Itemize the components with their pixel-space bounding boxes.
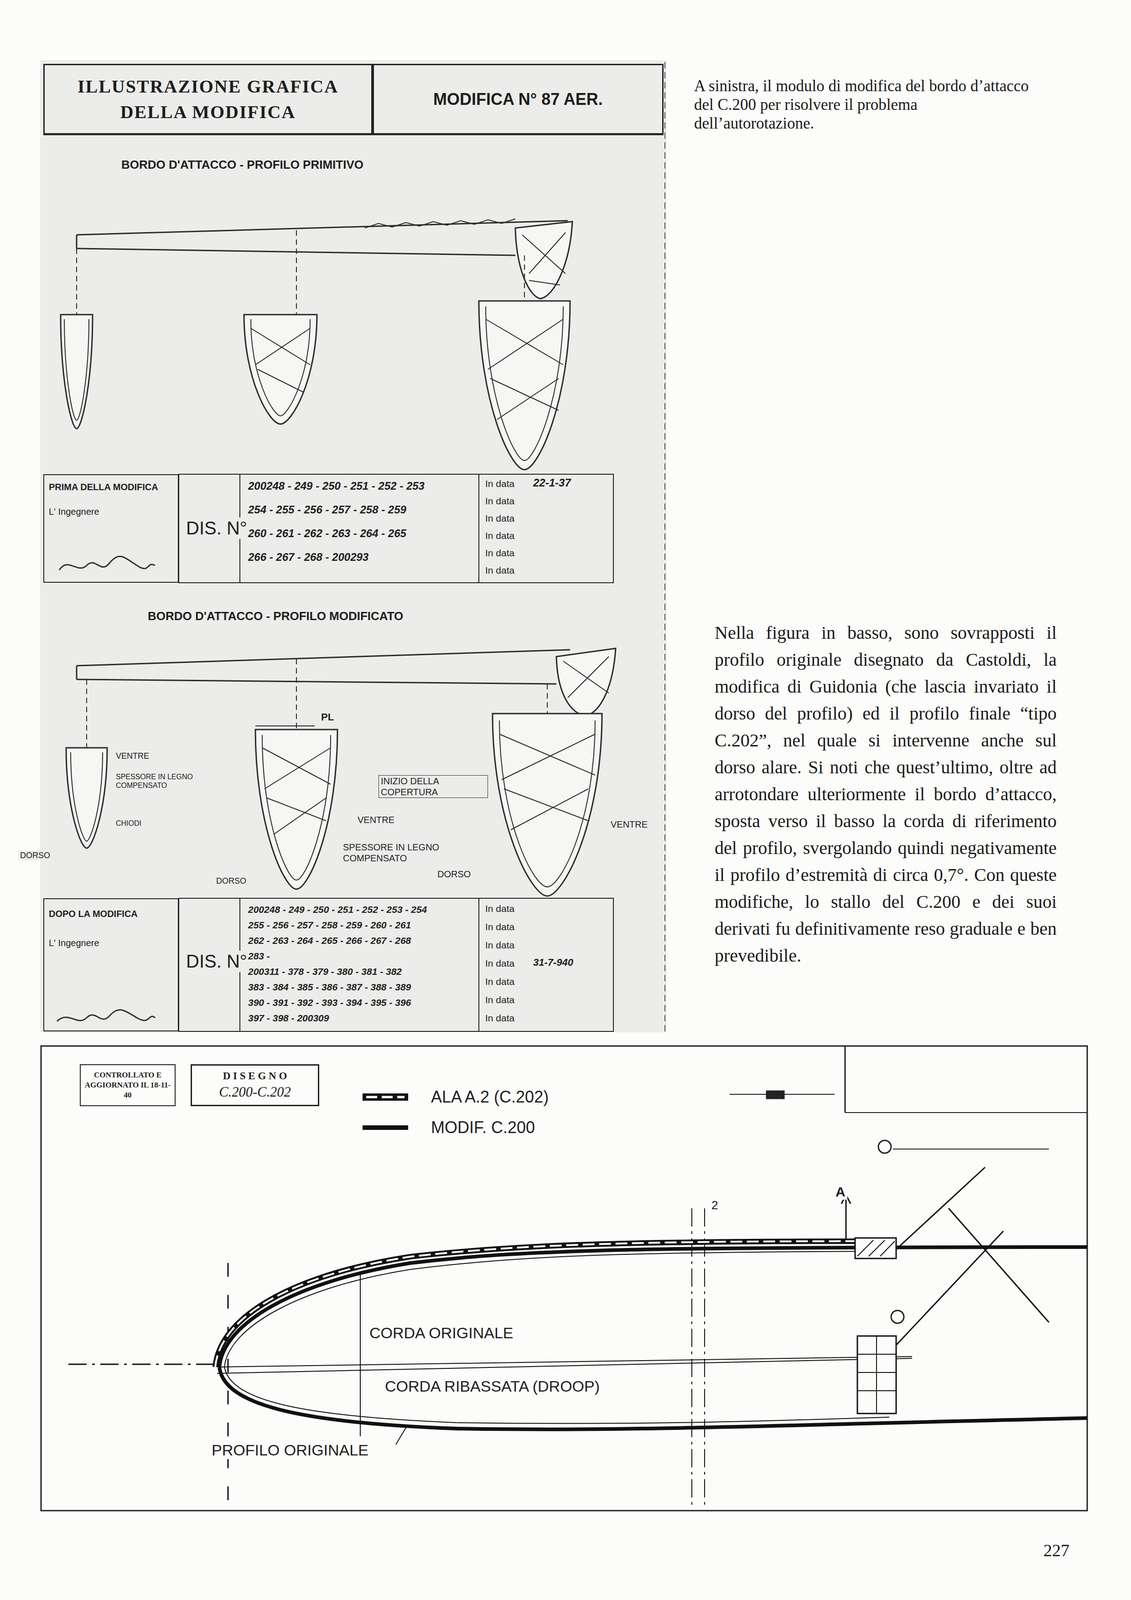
drawing-label: 255 - 256 - 257 - 258 - 259 - 260 - 261 [246, 919, 413, 931]
drawing-label: In data [483, 957, 517, 970]
drawing-label: SPESSORE IN LEGNO COMPENSATO [341, 841, 447, 864]
drawing-label: SPESSORE IN LEGNO COMPENSATO [114, 772, 206, 790]
drawing-label: VENTRE [608, 819, 650, 831]
cell-heading: ILLUSTRAZIONE GRAFICA DELLA MODIFICA [49, 73, 367, 125]
drawing-label: BORDO D'ATTACCO - PROFILO MODIFICATO [145, 609, 405, 624]
page-number: 227 [1043, 1540, 1070, 1562]
cell-text: L' Ingegnere [48, 937, 174, 949]
drawing-label: 397 - 398 - 200309 [246, 1012, 331, 1024]
cell-heading: DOPO LA MODIFICA [48, 908, 174, 920]
drawing-label: 200248 - 249 - 250 - 251 - 252 - 253 - 2… [246, 903, 429, 916]
cell-text: C.200-C.202 [195, 1083, 315, 1102]
drawing-label: 260 - 261 - 262 - 263 - 264 - 265 [246, 527, 409, 540]
drawing-label: 2 [709, 1198, 720, 1213]
title-block-cell: CONTROLLATO E AGGIORNATO IL 18-11-40 [79, 1064, 176, 1107]
legend-text: ALA A.2 (C.202) [430, 1087, 549, 1107]
drawing-frame [41, 1046, 1088, 1511]
drawing-label: In data [483, 564, 517, 576]
table-grid [178, 898, 614, 1032]
title-block-cell: D I S E G N OC.200-C.202 [190, 1064, 320, 1107]
drawing-label: In data [483, 547, 517, 559]
section-modified [66, 713, 602, 897]
caption-text: A sinistra, il modulo di modifica del bo… [694, 76, 1034, 133]
scan-ground [40, 60, 667, 1033]
drawing-label: 31-7-940 [531, 956, 576, 969]
drawing-label: VENTRE [114, 751, 151, 762]
drawing-label: 22-1-37 [531, 476, 573, 490]
drawing-label: PROFILO ORIGINALE [209, 1441, 371, 1460]
drawing-label: In data [483, 1012, 517, 1024]
airfoil [68, 1167, 1088, 1505]
drawing-label: In data [483, 994, 517, 1006]
drawing-label: In data [483, 939, 517, 951]
drawing-label: PL [319, 711, 336, 724]
cell-heading: PRIMA DELLA MODIFICA [48, 481, 174, 493]
drawing-label: 254 - 255 - 256 - 257 - 258 - 259 [246, 503, 409, 517]
title-block-cell: ILLUSTRAZIONE GRAFICA DELLA MODIFICA [43, 63, 373, 135]
signature [57, 1010, 156, 1022]
drawing-label: In data [483, 902, 517, 915]
title-block-cell: DOPO LA MODIFICA L' Ingegnere [43, 898, 179, 1032]
drawing-label: DORSO [214, 876, 249, 887]
drawing-label: DORSO [435, 868, 473, 880]
legend-samples [362, 1097, 409, 1128]
drawing-label: 266 - 267 - 268 - 200293 [246, 550, 371, 564]
drawing-label: CORDA RIBASSATA (DROOP) [383, 1377, 602, 1396]
title-block-cell: PRIMA DELLA MODIFICA L' Ingegnere [43, 474, 179, 583]
drawing-label: 390 - 391 - 392 - 393 - 394 - 395 - 396 [246, 996, 413, 1009]
drawing-label: 262 - 263 - 264 - 265 - 266 - 267 - 268 [246, 934, 413, 947]
drawing-label: BORDO D'ATTACCO - PROFILO PRIMITIVO [119, 157, 366, 172]
drawing-label: In data [483, 921, 517, 933]
cell-heading: D I S E G N O [195, 1069, 315, 1084]
drawing-label: DIS. N° [184, 950, 250, 973]
drawing-label: A [833, 1183, 848, 1200]
scan-edge [664, 62, 666, 1032]
table-grid [178, 474, 614, 583]
caption-text: Nella figura in basso, sono sovrapposti … [714, 619, 1057, 970]
drawing-label: 200311 - 378 - 379 - 380 - 381 - 382 [246, 965, 404, 978]
drawing-label: In data [483, 495, 517, 507]
cell-heading: MODIFICA N° 87 AER. [378, 89, 658, 109]
cell-text: L' Ingegnere [48, 506, 174, 518]
drawing-label: VENTRE [355, 814, 397, 826]
drawing-label: 283 - [246, 950, 272, 962]
title-block-cell: MODIFICA N° 87 AER. [372, 63, 664, 135]
drawing-label: CHIODI [114, 819, 144, 828]
drawing-label: In data [483, 529, 517, 542]
drawing-label: INIZIO DELLA COPERTURA [378, 775, 488, 799]
drawing-label: 200248 - 249 - 250 - 251 - 252 - 253 [246, 479, 427, 493]
frame-details [729, 1046, 1088, 1324]
legend-text: MODIF. C.200 [430, 1118, 535, 1138]
drawing-label: DIS. N° [184, 517, 250, 540]
drawing-label: In data [483, 512, 517, 524]
drawing-label: In data [483, 477, 517, 490]
drawing-label: 383 - 384 - 385 - 386 - 387 - 388 - 389 [246, 981, 413, 993]
cell-heading: CONTROLLATO E AGGIORNATO IL 18-11-40 [83, 1070, 172, 1101]
section-primitive [60, 300, 571, 470]
drawing-label: DORSO [18, 850, 52, 861]
signature [59, 556, 156, 571]
drawing-label: CORDA ORIGINALE [367, 1323, 516, 1343]
drawing-label: In data [483, 975, 517, 988]
